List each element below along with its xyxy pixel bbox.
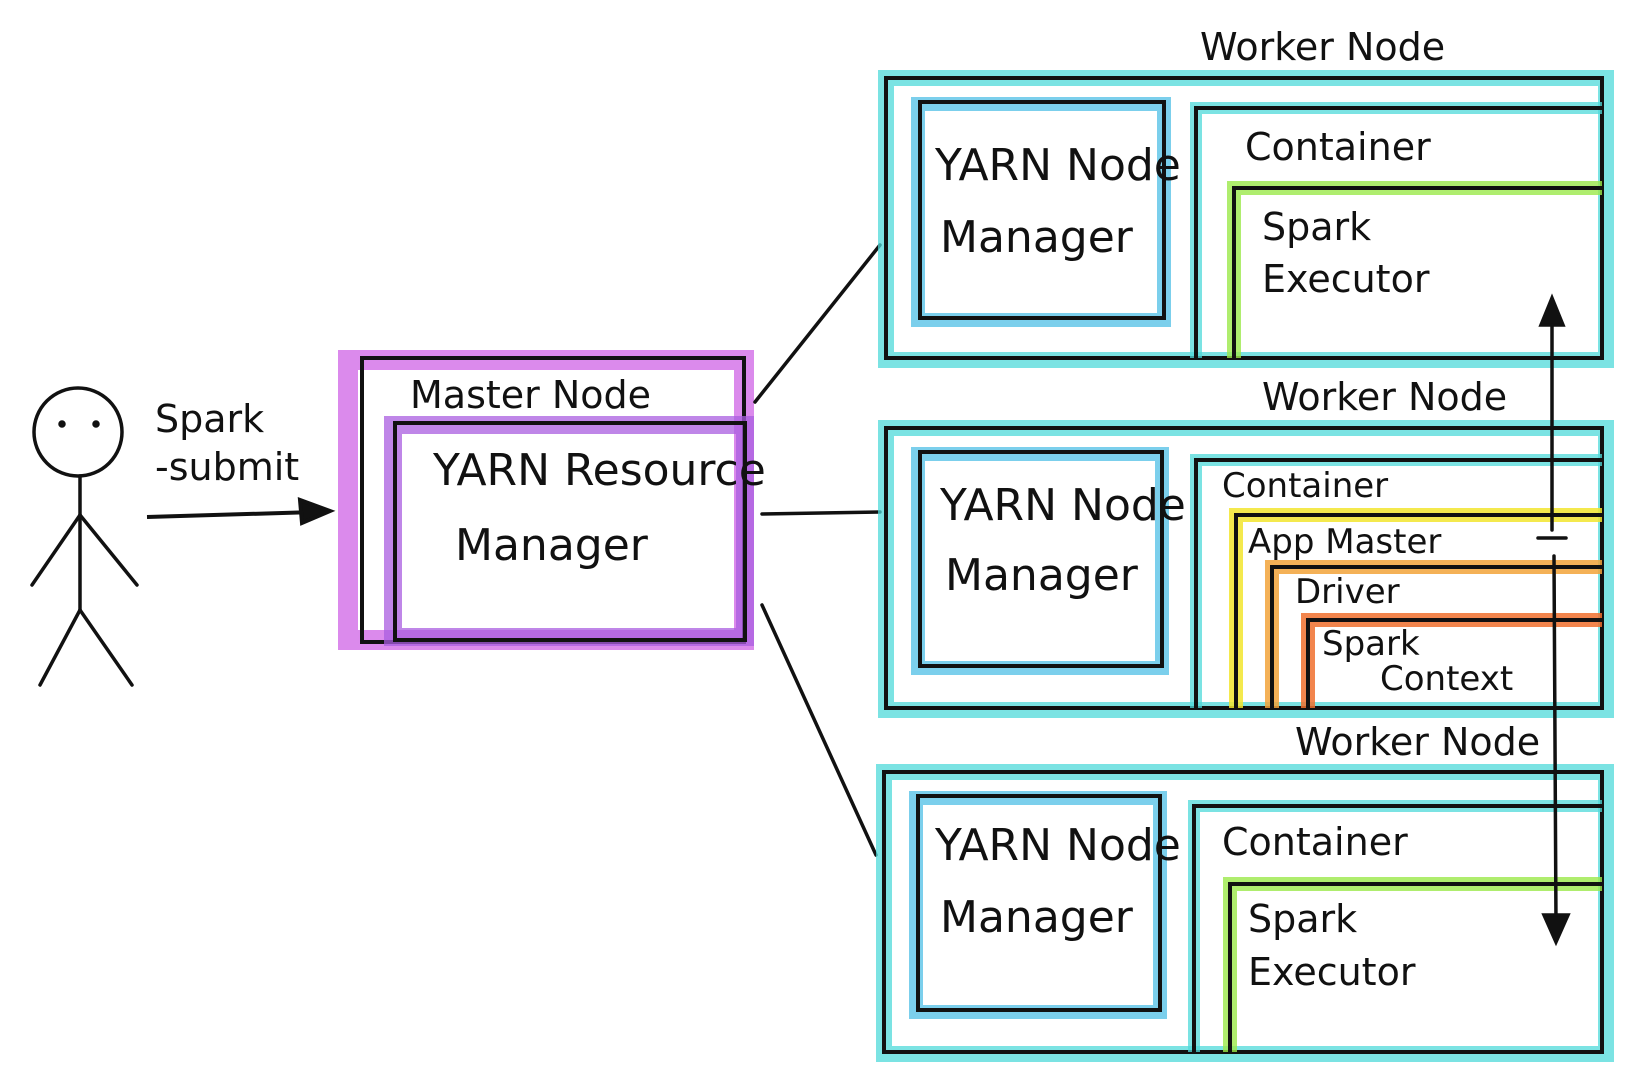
worker-node-1-executor: Spark Executor <box>1227 181 1602 358</box>
worker-node-1-node-manager-line2: Manager <box>940 212 1134 263</box>
resource-manager: YARN Resource Manager <box>384 416 766 646</box>
worker-node-3-executor-line1: Spark <box>1248 897 1357 941</box>
spark-submit-label-line2: -submit <box>155 445 299 489</box>
worker-node-3-node-manager: YARN Node Manager <box>909 791 1181 1019</box>
worker-node-2-spark-context-line2: Context <box>1380 659 1513 699</box>
worker-node-3-node-manager-line1: YARN Node <box>934 820 1181 871</box>
worker-node-2: Worker Node YARN Node Manager Container … <box>878 375 1614 718</box>
worker-node-2-node-manager-line1: YARN Node <box>939 480 1186 531</box>
connector-lines <box>753 243 882 857</box>
worker-node-2-node-manager-line2: Manager <box>945 550 1139 601</box>
worker-node-3-title: Worker Node <box>1295 720 1540 764</box>
worker-node-3-container: Container Spark Executor <box>1188 800 1602 1052</box>
worker-node-1-executor-line1: Spark <box>1262 205 1371 249</box>
worker-node-2-node-manager: YARN Node Manager <box>911 447 1186 675</box>
worker-node-2-spark-context-line1: Spark <box>1322 624 1420 664</box>
worker-node-3-container-label: Container <box>1222 820 1408 864</box>
worker-node-1-container: Container Spark Executor <box>1190 102 1602 358</box>
worker-node-3-executor: Spark Executor <box>1223 877 1602 1052</box>
worker-node-2-app-master: App Master Driver Spark Context <box>1229 508 1602 708</box>
worker-node-3: Worker Node YARN Node Manager Container … <box>876 720 1614 1062</box>
user-stick-figure-icon <box>30 386 139 687</box>
worker-node-1-container-label: Container <box>1245 125 1431 169</box>
submit-arrow-icon <box>146 497 336 526</box>
worker-node-3-executor-line2: Executor <box>1248 950 1416 994</box>
spark-submit-label-line1: Spark <box>155 397 264 441</box>
resource-manager-label-line2: Manager <box>455 520 649 571</box>
worker-node-2-title: Worker Node <box>1262 375 1507 419</box>
worker-node-2-spark-context: Spark Context <box>1301 613 1602 708</box>
worker-node-1: Worker Node YARN Node Manager Container … <box>878 25 1614 368</box>
driver-executor-arrow-icon <box>1536 293 1571 947</box>
worker-node-1-executor-line2: Executor <box>1262 257 1430 301</box>
worker-node-1-node-manager: YARN Node Manager <box>911 97 1181 327</box>
worker-node-1-title: Worker Node <box>1200 25 1445 69</box>
master-node: Master Node YARN Resource Manager <box>338 350 766 650</box>
resource-manager-label-line1: YARN Resource <box>432 445 766 496</box>
master-node-title: Master Node <box>410 373 651 417</box>
worker-node-2-app-master-label: App Master <box>1248 522 1441 562</box>
worker-node-2-container: Container App Master Driver Spark Contex… <box>1190 454 1602 708</box>
worker-node-3-node-manager-line2: Manager <box>940 892 1134 943</box>
worker-node-2-driver: Driver Spark Context <box>1265 560 1602 708</box>
worker-node-2-container-label: Container <box>1222 466 1388 506</box>
worker-node-2-driver-label: Driver <box>1295 572 1400 612</box>
worker-node-1-node-manager-line1: YARN Node <box>934 140 1181 191</box>
